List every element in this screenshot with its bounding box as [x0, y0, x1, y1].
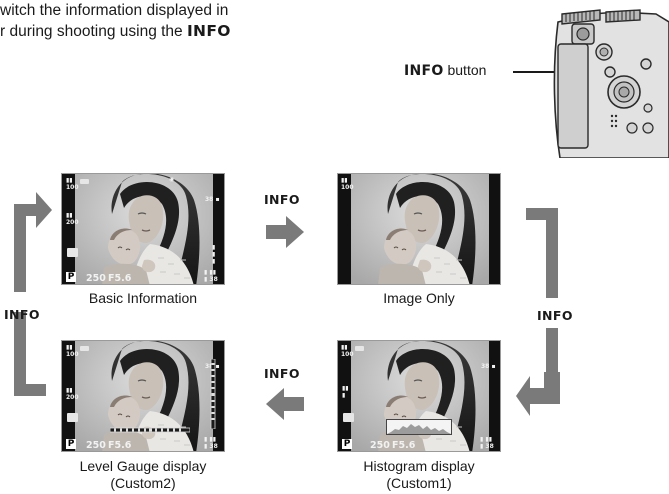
- info-button-callout: INFO button: [404, 62, 486, 79]
- aperture-value: F5.6: [108, 273, 132, 284]
- screen-level-gauge-display: ▮▮ 100 38 ▪ ▮▮ 200 P 250 F5.6 ▮ ▮▮ ▮ 38: [61, 340, 225, 452]
- aperture-value: F5.6: [392, 440, 416, 451]
- screen-image-only: ▮▮ 100: [337, 173, 501, 285]
- caption-histogram-line-1: Histogram display: [363, 458, 475, 474]
- intro-line-2: r during shooting using the INFO: [0, 21, 231, 42]
- osd-battery-chip: [80, 179, 89, 184]
- caption-basic-information: Basic Information: [88, 290, 198, 306]
- arrow-left-icon: [266, 388, 304, 420]
- osd-af-chip: [343, 413, 354, 422]
- histogram-panel: [386, 419, 452, 435]
- portrait-photo: [338, 174, 501, 285]
- info-label-bottom: INFO: [264, 366, 300, 381]
- osd-right-lower: ▮ ▮ ▮: [212, 244, 216, 265]
- osd-top-left: ▮▮ 100: [66, 344, 79, 358]
- caption-histogram-display: Histogram display (Custom1): [337, 458, 501, 492]
- osd-top-left: ▮▮ 100: [341, 344, 354, 358]
- osd-af-chip: [67, 413, 78, 422]
- osd-battery-chip: [80, 346, 89, 351]
- mode-indicator: P: [66, 272, 76, 282]
- loop-arrow-right-icon: [516, 208, 560, 416]
- mode-indicator: P: [342, 439, 352, 449]
- portrait-photo: [62, 341, 225, 452]
- osd-right-column: 38 ▪: [205, 196, 220, 203]
- caption-level-line-1: Level Gauge display: [79, 458, 207, 474]
- vertical-level-gauge: [210, 359, 216, 429]
- shots-remaining: 250: [370, 440, 390, 451]
- osd-right-column: 38 ▪: [205, 363, 220, 370]
- arrow-right-icon: [266, 216, 304, 248]
- shots-remaining: 250: [86, 273, 106, 284]
- osd-top-left: ▮▮ 100: [66, 177, 79, 191]
- osd-bottom-right: ▮ ▮▮ ▮ 38: [204, 269, 218, 283]
- osd-bottom-right: ▮ ▮▮ ▮ 38: [480, 436, 494, 450]
- horizontal-level-gauge: [110, 427, 190, 433]
- osd-left-column: ▮▮ 200: [66, 387, 79, 401]
- info-button-callout-keyword: INFO: [404, 63, 444, 79]
- caption-histogram-line-2: (Custom1): [386, 475, 452, 491]
- info-label-top: INFO: [264, 192, 300, 207]
- osd-top-center: ◉: [169, 176, 175, 183]
- portrait-photo: [62, 174, 225, 285]
- histogram-curve: [387, 424, 451, 434]
- mode-indicator: P: [66, 439, 76, 449]
- osd-af-chip: [67, 248, 78, 257]
- osd-battery-chip: [355, 346, 364, 351]
- camera-illustration: [553, 9, 669, 158]
- intro-text: witch the information displayed in r dur…: [0, 0, 231, 42]
- shots-remaining: 250: [86, 440, 106, 451]
- intro-line-2-text: r during shooting using the: [0, 23, 187, 40]
- intro-info-keyword: INFO: [186, 22, 231, 40]
- info-button-callout-text: button: [443, 62, 487, 78]
- info-label-right: INFO: [537, 308, 573, 323]
- intro-line-1: witch the information displayed in: [0, 2, 229, 19]
- osd-left-column: ▮▮ ▮: [342, 385, 349, 399]
- caption-level-gauge-display: Level Gauge display (Custom2): [61, 458, 225, 492]
- osd-left-column: ▮▮ 200: [66, 212, 79, 226]
- screen-basic-information: ▮▮ 100 ◉ 38 ▪ ▮▮ 200 ▮ ▮ ▮ P 250 F5.6 ▮ …: [61, 173, 225, 285]
- osd-top-left: ▮▮ 100: [341, 177, 354, 191]
- caption-image-only: Image Only: [383, 290, 455, 306]
- osd-right-column: 38 ▪: [481, 363, 496, 370]
- info-label-left: INFO: [4, 307, 40, 322]
- portrait-photo: [338, 341, 501, 452]
- screen-histogram-display: ▮▮ 100 38 ▪ ▮▮ ▮ P 250 F5.6 ▮ ▮▮ ▮ 38: [337, 340, 501, 452]
- aperture-value: F5.6: [108, 440, 132, 451]
- osd-bottom-right: ▮ ▮▮ ▮ 38: [204, 436, 218, 450]
- caption-level-line-2: (Custom2): [110, 475, 176, 491]
- loop-arrow-left-icon: [14, 192, 52, 396]
